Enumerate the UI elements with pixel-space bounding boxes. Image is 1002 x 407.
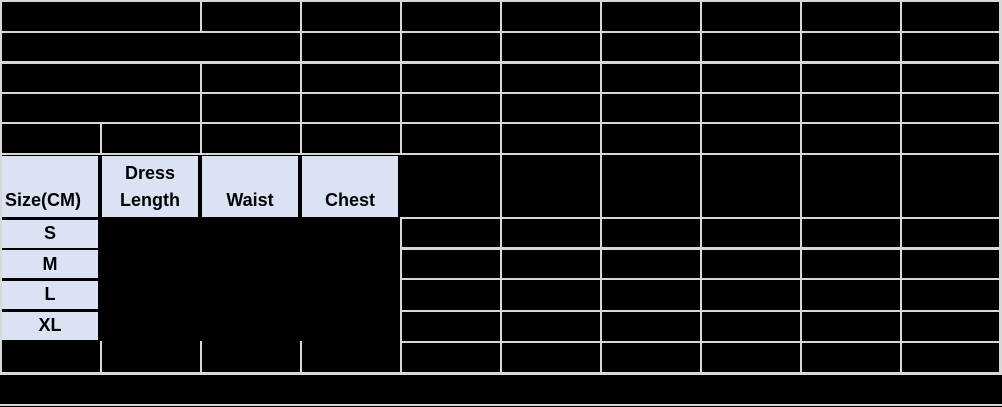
gridline xyxy=(199,341,202,375)
gridline xyxy=(399,0,402,155)
gridline xyxy=(999,0,1002,375)
size-cell-xl: XL xyxy=(2,311,98,340)
size-cell-l: L xyxy=(2,280,98,309)
gridline xyxy=(199,61,202,155)
size-cell-m: M xyxy=(2,250,98,278)
header-cell-chest: Chest xyxy=(302,156,398,217)
header-cell-size-unit: Size(CM) xyxy=(2,156,98,217)
gridline xyxy=(599,0,602,375)
gridline xyxy=(299,0,302,155)
gridline xyxy=(0,0,2,374)
header-cell-waist: Waist xyxy=(202,156,298,217)
gridline xyxy=(299,341,302,375)
gridline xyxy=(199,0,202,32)
gridline xyxy=(399,216,402,375)
gridline xyxy=(499,0,502,375)
gridline xyxy=(699,0,702,375)
size-cell-s: S xyxy=(2,220,98,248)
header-cell-dress-length: Dress Length xyxy=(102,156,198,217)
gridline xyxy=(899,0,902,375)
gridline xyxy=(799,0,802,375)
gridline xyxy=(99,341,102,375)
gridline xyxy=(99,121,102,155)
redacted-measurements-block xyxy=(98,217,400,341)
gridline xyxy=(0,404,1002,406)
